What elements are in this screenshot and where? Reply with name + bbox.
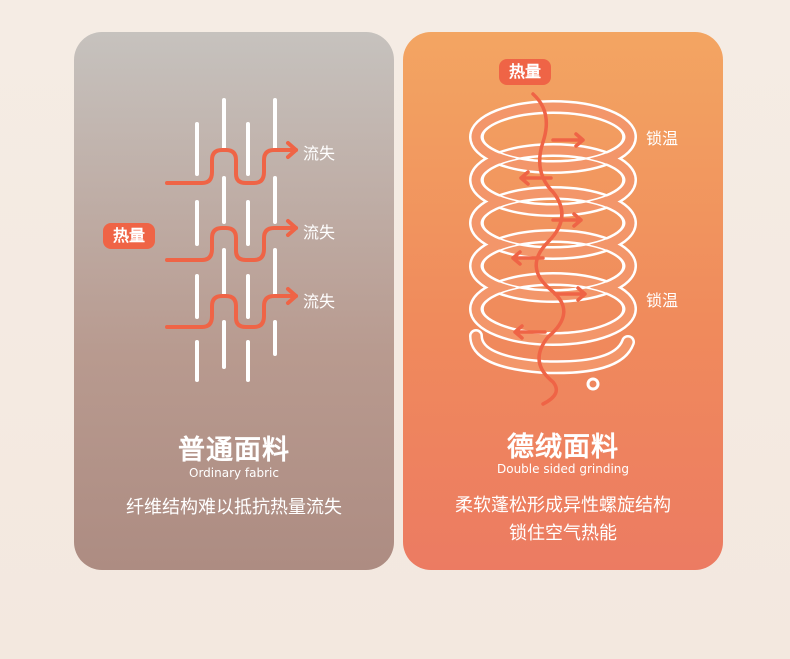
card-subtitle: Double sided grinding	[496, 462, 630, 476]
card-title: 德绒面料	[507, 432, 619, 463]
heat-loss-label: 流失	[303, 292, 336, 311]
spiral-fiber-illustration	[469, 92, 637, 406]
heat-badge: 热量	[499, 59, 552, 85]
card-description-line1: 柔软蓬松形成异性螺旋结构	[455, 495, 671, 516]
ordinary-fabric-card: 热量 流失 流失 流失 普通面料 Ordinary fabric 纤维结构难以抵…	[74, 32, 394, 570]
heat-lock-label: 锁温	[646, 291, 679, 310]
card-description-line2: 锁住空气热能	[509, 523, 617, 544]
heat-lock-label: 锁温	[646, 129, 679, 148]
card-description: 纤维结构难以抵抗热量流失	[126, 497, 342, 518]
heat-badge: 热量	[103, 223, 156, 249]
heat-loss-label: 流失	[303, 223, 336, 242]
double-sided-fabric-card: 热量 锁温 锁温 德绒面料 Double sided grinding 柔软蓬松…	[403, 32, 723, 570]
ordinary-fabric-illustration	[165, 98, 298, 382]
heat-loss-label: 流失	[303, 144, 336, 163]
card-subtitle: Ordinary fabric	[189, 466, 279, 480]
card-title: 普通面料	[178, 435, 290, 466]
